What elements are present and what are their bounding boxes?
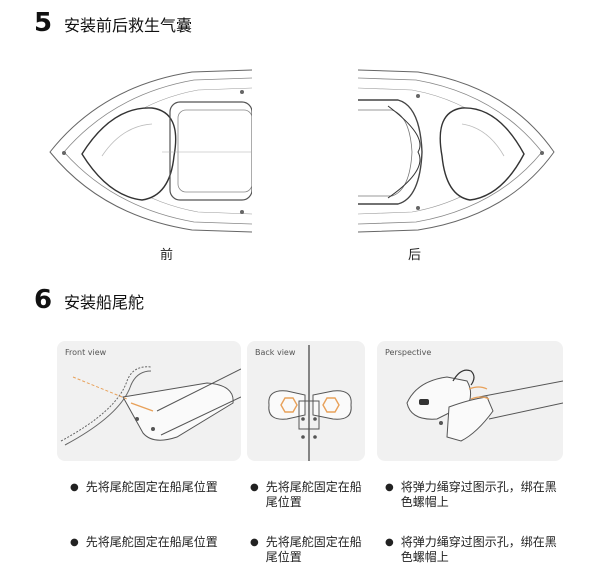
step-title: 安装船尾舵 — [64, 293, 145, 312]
perspective-label: Perspective — [385, 348, 432, 357]
bullet: ● — [70, 537, 79, 548]
back-view-panel: Back view — [247, 341, 365, 461]
instruction-note: ● 将弹力绳穿过图示孔，绑在黑色螺帽上 — [385, 480, 560, 510]
instruction-note: ● 将弹力绳穿过图示孔，绑在黑色螺帽上 — [385, 535, 560, 565]
rudder-front-drawing — [60, 366, 241, 446]
rear-caption: 后 — [408, 248, 422, 263]
back-view-label: Back view — [255, 348, 296, 357]
note-text: 将弹力绳穿过图示孔，绑在黑色螺帽上 — [400, 535, 557, 564]
instruction-note: ● 先将尾舵固定在船尾位置 — [250, 535, 370, 565]
note-text: 先将尾舵固定在船尾位置 — [265, 535, 362, 564]
note-text: 先将尾舵固定在船尾位置 — [85, 535, 218, 549]
front-hull-drawing — [49, 69, 253, 233]
rudder-perspective-drawing — [406, 369, 563, 442]
bullet: ● — [385, 482, 394, 493]
instruction-note: ● 先将尾舵固定在船尾位置 — [250, 480, 370, 510]
step-number: 5 — [34, 8, 53, 38]
instruction-note: ● 先将尾舵固定在船尾位置 — [70, 480, 245, 495]
note-text: 先将尾舵固定在船尾位置 — [85, 480, 218, 494]
bullet: ● — [250, 537, 259, 548]
step-title: 安装前后救生气囊 — [64, 16, 193, 35]
bullet: ● — [250, 482, 259, 493]
front-airbag-illustration — [42, 66, 253, 236]
bullet: ● — [70, 482, 79, 493]
perspective-panel: Perspective — [377, 341, 563, 461]
front-view-label: Front view — [65, 348, 107, 357]
step-6-header: 6 安装船尾舵 — [34, 285, 144, 315]
front-view-panel: Front view — [57, 341, 241, 461]
step-5-header: 5 安装前后救生气囊 — [34, 8, 192, 38]
step-number: 6 — [34, 285, 53, 315]
rear-airbag-illustration — [357, 66, 558, 236]
front-caption: 前 — [160, 248, 174, 263]
note-text: 将弹力绳穿过图示孔，绑在黑色螺帽上 — [400, 480, 557, 509]
rudder-back-drawing — [268, 345, 352, 461]
rear-hull-drawing — [357, 69, 555, 233]
instruction-note: ● 先将尾舵固定在船尾位置 — [70, 535, 245, 550]
note-text: 先将尾舵固定在船尾位置 — [265, 480, 362, 509]
bullet: ● — [385, 537, 394, 548]
